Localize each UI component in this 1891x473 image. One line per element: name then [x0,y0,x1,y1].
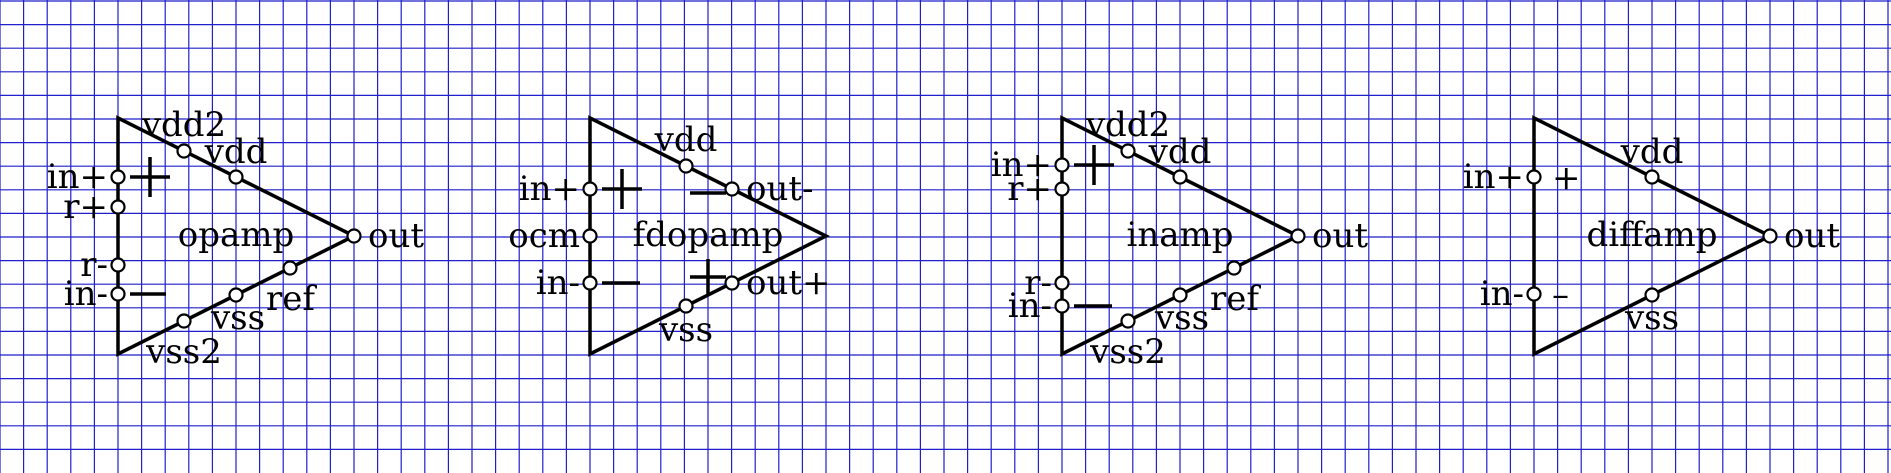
diffamp-in-minus-label: in- [1480,274,1524,314]
opamp-in-plus-label: in+ [47,157,108,197]
opamp-pin-vdd2[interactable] [176,143,192,159]
opamp-symbol: opamp in+ r+ r- in- vdd2 vdd out ref vss… [47,105,425,372]
inamp-r-minus-label: r- [1024,263,1052,303]
inamp-symbol: inamp in+ r+ r- in- vdd2 vdd out ref vss… [991,105,1369,372]
inamp-pin-in-plus[interactable] [1054,157,1070,173]
fdopamp-out-minus-label: out- [746,169,814,209]
opamp-vdd2-label: vdd2 [141,105,226,145]
inamp-in-minus-label: in- [1008,286,1052,326]
fdopamp-pin-out-plus[interactable] [724,275,740,291]
diffamp-pin-vss[interactable] [1644,287,1660,303]
diffamp-out-label: out [1784,216,1840,256]
fdopamp-pin-vdd[interactable] [678,158,694,174]
diffamp-pin-out[interactable] [1762,228,1778,244]
fdopamp-pin-vss[interactable] [678,298,694,314]
inamp-pin-vdd[interactable] [1172,169,1188,185]
inamp-pin-r-minus[interactable] [1054,275,1070,291]
opamp-pin-out[interactable] [346,228,362,244]
opamp-r-plus-label: r+ [63,187,108,227]
fdopamp-vss-label: vss [658,310,713,350]
diffamp-vss-label: vss [1624,298,1679,338]
opamp-out-label: out [368,216,424,256]
opamp-pin-r-minus[interactable] [110,257,126,273]
fdopamp-symbol: fdopamp in+ ocm in- vdd vss out- out+ [508,115,831,357]
diffamp-minus-sign: – [1552,275,1569,315]
fdopamp-pin-in-plus[interactable] [582,181,598,197]
inamp-vdd-label: vdd [1148,132,1212,172]
diffamp-pin-vdd[interactable] [1644,169,1660,185]
inamp-pin-r-plus[interactable] [1054,181,1070,197]
inamp-pin-vss[interactable] [1172,287,1188,303]
opamp-ref-label: ref [266,279,317,319]
opamp-label: opamp [178,215,295,255]
inamp-pin-out[interactable] [1290,228,1306,244]
opamp-pin-in-plus[interactable] [110,169,126,185]
diffamp-pin-in-plus[interactable] [1526,169,1542,185]
inamp-in-plus-label: in+ [991,145,1052,185]
fdopamp-pin-ocm[interactable] [582,228,598,244]
opamp-vss-label: vss [210,298,265,338]
fdopamp-pin-in-minus[interactable] [582,275,598,291]
inamp-vss2-label: vss2 [1089,332,1166,372]
opamp-pin-vdd[interactable] [228,169,244,185]
inamp-out-label: out [1312,216,1368,256]
diffamp-vdd-label: vdd [1620,132,1684,172]
opamp-vss2-label: vss2 [145,332,222,372]
opamp-vdd-label: vdd [204,132,268,172]
opamp-pin-in-minus[interactable] [110,286,126,302]
opamp-pin-vss[interactable] [228,287,244,303]
fdopamp-out-plus-label: out+ [746,263,831,303]
diffamp-symbol: + – diffamp in+ in- vdd vss out [1463,115,1840,357]
inamp-label: inamp [1126,215,1233,255]
inamp-r-plus-label: r+ [1007,169,1052,209]
fdopamp-pin-out-minus[interactable] [724,181,740,197]
opamp-in-minus-label: in- [64,274,108,314]
diffamp-pin-in-minus[interactable] [1526,286,1542,302]
opamp-pin-r-plus[interactable] [110,199,126,215]
fdopamp-vdd-label: vdd [654,120,718,160]
diffamp-label: diffamp [1586,215,1717,255]
inamp-pin-in-minus[interactable] [1054,298,1070,314]
inamp-pin-vss2[interactable] [1120,313,1136,329]
opamp-r-minus-label: r- [80,245,108,285]
inamp-ref-label: ref [1210,279,1261,319]
inamp-vdd2-label: vdd2 [1085,105,1170,145]
fdopamp-label: fdopamp [633,215,784,255]
diffamp-plus-sign: + [1552,158,1581,198]
opamp-pin-ref[interactable] [282,260,298,276]
fdopamp-in-minus-label: in- [536,263,580,303]
inamp-pin-vdd2[interactable] [1120,143,1136,159]
fdopamp-in-plus-label: in+ [519,169,580,209]
fdopamp-ocm-label: ocm [508,216,580,256]
inamp-pin-ref[interactable] [1226,260,1242,276]
inamp-vss-label: vss [1154,298,1209,338]
diffamp-in-plus-label: in+ [1463,157,1524,197]
opamp-pin-vss2[interactable] [176,313,192,329]
